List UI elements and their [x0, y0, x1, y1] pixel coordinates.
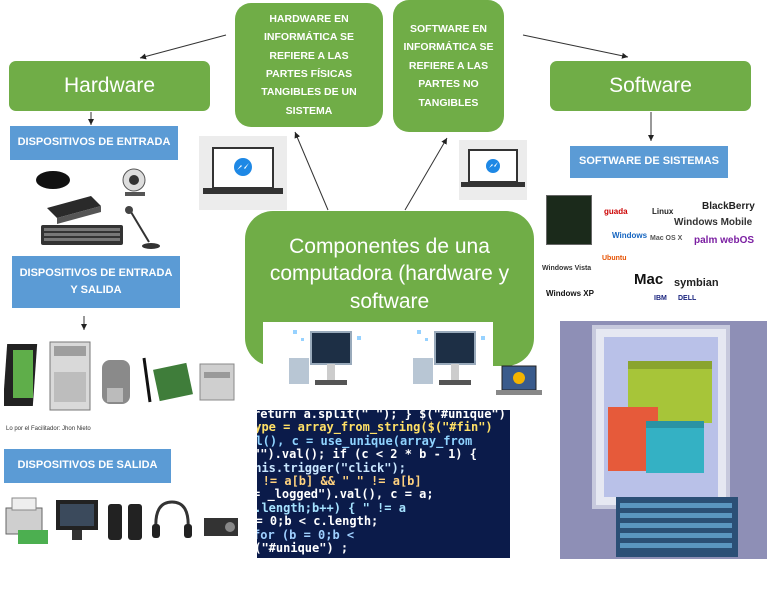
drive-icon: [199, 363, 235, 401]
io-devices-image: Lo por el Facilitador: Jhon Nieto: [4, 332, 239, 432]
os-logo: symbian: [674, 277, 719, 289]
code-line: *" != a[b] && " " != a[b]: [257, 474, 422, 489]
code-image: return a.split(" "); } $("#unique")type …: [257, 410, 510, 558]
code-line: for (b = 0;b <: [257, 527, 355, 542]
hardware-definition-node: HARDWARE EN INFORMÁTICA SE REFIERE A LAS…: [235, 3, 383, 127]
code-line: return a.split(" "); } $("#unique"): [257, 410, 506, 421]
image-caption: Lo por el Facilitador: Jhon Nieto: [6, 426, 91, 432]
io-devices-label: DISPOSITIVOS DE ENTRADA Y SALIDA: [12, 256, 180, 308]
hardware-label: Hardware: [63, 74, 156, 97]
output-devices-label: DISPOSITIVOS DE SALIDA: [4, 449, 171, 483]
arrow-to-hardware: [139, 34, 227, 60]
code-line: b = 0;b < c.length;: [257, 514, 379, 529]
os-logo: DELL: [678, 295, 697, 302]
microphone-icon: [130, 211, 150, 243]
hardware-definition-text: HARDWARE EN INFORMÁTICA SE REFIERE A LAS…: [261, 12, 357, 117]
speaker-icon: [108, 504, 122, 540]
terminal-thumbnail: [546, 195, 592, 245]
messenger-icon: [486, 159, 500, 173]
os-logo: Linux: [652, 207, 674, 216]
antenna-icon: [142, 357, 152, 403]
os-logo: Windows: [612, 231, 648, 240]
input-devices-image: [33, 166, 163, 252]
os-logo: palm webOS: [694, 235, 755, 246]
software-label: Software: [609, 74, 692, 97]
screen-illustration: [560, 321, 767, 559]
code-line: c.length;b++) { " != a: [257, 500, 406, 515]
code-line: val(), c = use_unique(array_from: [257, 433, 473, 448]
software-node: Software: [550, 61, 751, 111]
laptop-messenger-right: [459, 140, 527, 200]
os-logo: Ubuntu: [602, 255, 627, 262]
laptop-messenger-left: [199, 136, 287, 210]
computer-icon: [310, 331, 352, 365]
hardware-node: Hardware: [9, 61, 210, 111]
arrow-to-hardware-def: [294, 131, 329, 211]
window-teal: [646, 421, 704, 473]
os-logo: Windows XP: [546, 289, 594, 298]
input-devices-label: DISPOSITIVOS DE ENTRADA: [10, 126, 178, 160]
code-line: = _logged").val(), c = a;: [257, 487, 434, 502]
output-devices-image: [4, 490, 244, 552]
code-lines: return a.split(" "); } $("#unique")type …: [257, 410, 510, 555]
network-card-icon: [153, 362, 193, 402]
scanner-icon: [47, 196, 101, 218]
system-software-label: SOFTWARE DE SISTEMAS: [570, 146, 728, 178]
mouse-icon: [36, 171, 70, 189]
os-logo: Windows Mobile: [674, 217, 753, 228]
computers-image: [263, 322, 493, 408]
messenger-icon: [234, 158, 252, 176]
arrow-to-software: [522, 34, 629, 59]
os-logo: BlackBerry: [702, 201, 755, 212]
software-definition-node: SOFTWARE EN INFORMÁTICA SE REFIERE A LAS…: [393, 0, 504, 132]
os-logo: Windows Vista: [542, 265, 592, 272]
code-line: "").val(); if (c < 2 * b - 1) {: [257, 447, 477, 462]
center-title: Componentes de una computadora (hardware…: [269, 235, 510, 313]
os-logo: Mac OS X: [650, 235, 683, 242]
os-logo: IBM: [654, 295, 667, 302]
code-line: this.trigger("click");: [257, 460, 406, 475]
laptop-image: [494, 362, 546, 406]
printer-icon: [5, 507, 43, 535]
code-line: type = array_from_string($("#fin"): [257, 420, 493, 435]
arrow-to-software-def: [404, 137, 448, 211]
os-logo: guada: [604, 207, 628, 216]
headphones-icon: [154, 500, 190, 531]
software-definition-text: SOFTWARE EN INFORMÁTICA SE REFIERE A LAS…: [403, 23, 494, 109]
os-logo: Mac: [634, 271, 664, 288]
code-line: $("#unique") ;: [257, 541, 349, 556]
